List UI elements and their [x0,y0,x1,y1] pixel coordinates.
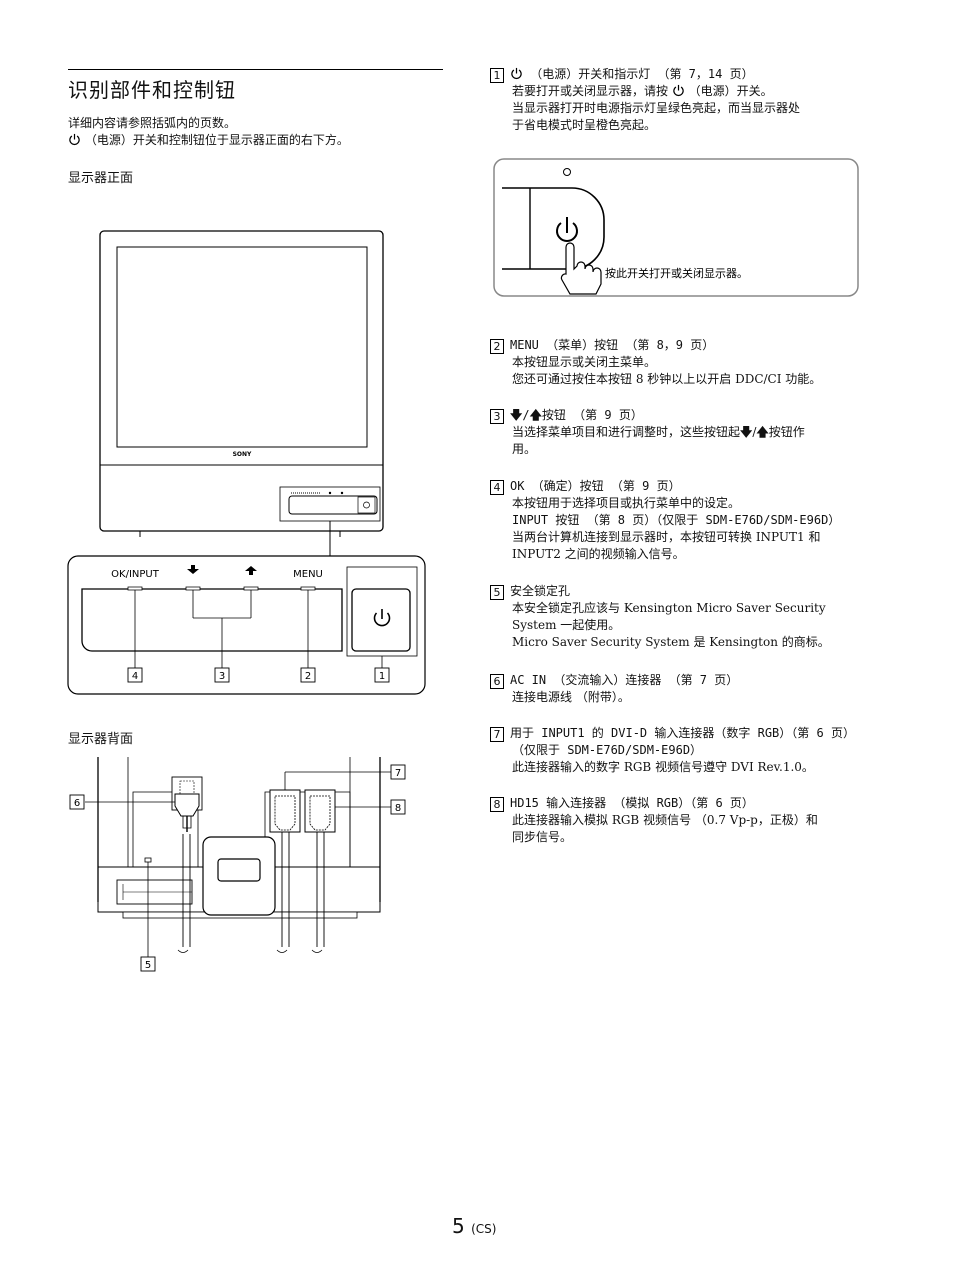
monitor-screen [116,246,368,448]
front-heading: 显示器正面 [68,171,134,186]
callout-3: 3 [219,671,225,682]
item-4-line-4: INPUT2 之间的视频输入信号。 [512,547,685,561]
item-7-head: 用于 INPUT1 的 DVI-D 输入连接器（数字 RGB）（第 6 页） [510,726,855,740]
item-1-line-1: 若要打开或关闭显示器，请按 [512,84,669,98]
item-6-number: 6 [490,674,504,689]
item-4-line-2: INPUT 按钮 （第 8 页）（仅限于 SDM-E76D/SDM-E96D） [512,513,841,527]
power-button-icon [373,612,391,627]
item-4-line-3: 当两台计算机连接到显示器时，本按钮可转换 INPUT1 和 [512,530,821,544]
item-5-line-2: System 一起使用。 [512,618,621,632]
intro-text: 详细内容请参照括弧内的页数。 （电源）开关和控制钮位于显示器正面的右下方。 [68,115,349,149]
item-1-line-4: 于省电模式时呈橙色亮起。 [512,118,657,132]
power-icon [673,84,684,97]
rear-heading: 显示器背面 [68,732,134,747]
sony-logo: SONY [233,451,252,458]
item-6-line-1: 连接电源线 （附带）。 [512,690,630,704]
down-arrow-icon: 🡇 [510,408,523,422]
item-2-line-1: 本按钮显示或关闭主菜单。 [512,355,657,369]
power-switch-inset: 按此开关打开或关闭显示器。 [493,158,859,297]
item-8-line-2: 同步信号。 [512,830,573,844]
ok-input-label: OK/INPUT [111,569,160,580]
item-7-line-2: 此连接器输入的数字 RGB 视频信号遵守 DVI Rev.1.0。 [512,760,814,774]
page-number-value: 5 [452,1214,465,1238]
item-8: 8 HD15 输入连接器 （模拟 RGB）（第 6 页） 此连接器输入模拟 RGB… [490,795,870,846]
item-5-line-1: 本安全锁定孔应该与 Kensington Micro Saver Securit… [512,601,826,615]
up-arrow-icon: 🡅 [529,408,542,422]
item-7-number: 7 [490,727,504,742]
item-3-number: 3 [490,409,504,424]
item-1-head: （电源）开关和指示灯 （第 7，14 页） [530,67,754,81]
callout-5: 5 [145,960,151,971]
power-icon [511,67,522,80]
down-arrow-icon: 🡇 [740,425,753,439]
intro-line-2-text: （电源）开关和控制钮位于显示器正面的右下方。 [84,133,349,147]
page-number-suffix: (CS) [471,1222,497,1236]
callout-8: 8 [395,803,401,814]
menu-label: MENU [293,569,323,580]
item-8-number: 8 [490,797,504,812]
rear-view-diagram: 6 5 7 8 [69,757,406,972]
inset-caption: 按此开关打开或关闭显示器。 [605,266,748,280]
callout-6: 6 [74,798,80,809]
callout-1: 1 [379,671,385,682]
up-arrow-icon: 🡅 [756,425,769,439]
callout-4: 4 [132,671,138,682]
item-3-head: 按钮 （第 9 页） [541,408,643,422]
item-5: 5 安全锁定孔 本安全锁定孔应该与 Kensington Micro Saver … [490,583,870,651]
item-8-head: HD15 输入连接器 （模拟 RGB）（第 6 页） [510,796,754,810]
item-2: 2 MENU （菜单）按钮 （第 8，9 页） 本按钮显示或关闭主菜单。 您还可通… [490,337,870,388]
item-6: 6 AC IN （交流输入）连接器 （第 7 页） 连接电源线 （附带）。 [490,672,870,706]
item-3-line-2: 按钮作 [768,425,805,439]
item-1-line-2: （电源）开关。 [688,84,773,98]
page-title: 识别部件和控制钮 [68,78,236,102]
page-number: 5 (CS) [452,1214,496,1238]
item-3: 3🡇/🡅按钮 （第 9 页） 当选择菜单项目和进行调整时，这些按钮起🡇/🡅按钮作… [490,407,870,458]
item-5-line-3: Micro Saver Security System 是 Kensington… [512,635,830,649]
up-arrow-icon [245,566,257,575]
item-4-line-1: 本按钮用于选择项目或执行菜单中的设定。 [512,496,741,510]
item-3-line-1: 当选择菜单项目和进行调整时，这些按钮起 [512,425,741,439]
item-1-number: 1 [490,68,504,83]
item-4-number: 4 [490,480,504,495]
callout-2: 2 [305,671,311,682]
item-8-line-1: 此连接器输入模拟 RGB 视频信号 （0.7 Vp-p，正极）和 [512,813,818,827]
down-arrow-icon [187,565,199,574]
front-view-diagram: SONY OK/INPUT MENU 4 3 2 1 [67,230,426,695]
intro-line-2: （电源）开关和控制钮位于显示器正面的右下方。 [68,132,349,149]
item-4: 4 OK （确定）按钮 （第 9 页） 本按钮用于选择项目或执行菜单中的设定。 I… [490,478,870,563]
item-3-line-3: 用。 [512,442,537,456]
title-rule [68,69,443,70]
item-2-head: MENU （菜单）按钮 （第 8，9 页） [510,338,715,352]
item-2-number: 2 [490,339,504,354]
item-6-head: AC IN （交流输入）连接器 （第 7 页） [510,673,739,687]
item-5-head: 安全锁定孔 [510,584,571,598]
item-7-line-1: （仅限于 SDM-E76D/SDM-E96D） [512,743,703,757]
callout-7: 7 [395,768,401,779]
hand-pointer-icon [560,242,602,295]
item-4-head: OK （确定）按钮 （第 9 页） [510,479,681,493]
power-icon [69,133,80,146]
item-1-line-3: 当显示器打开时电源指示灯呈绿色亮起，而当显示器处 [512,101,801,115]
intro-line-1: 详细内容请参照括弧内的页数。 [68,116,237,130]
item-5-number: 5 [490,585,504,600]
item-1: 1 （电源）开关和指示灯 （第 7，14 页） 若要打开或关闭显示器，请按 （电… [490,66,870,134]
item-2-line-2: 您还可通过按住本按钮 8 秒钟以上以开启 DDC/CI 功能。 [512,372,822,386]
